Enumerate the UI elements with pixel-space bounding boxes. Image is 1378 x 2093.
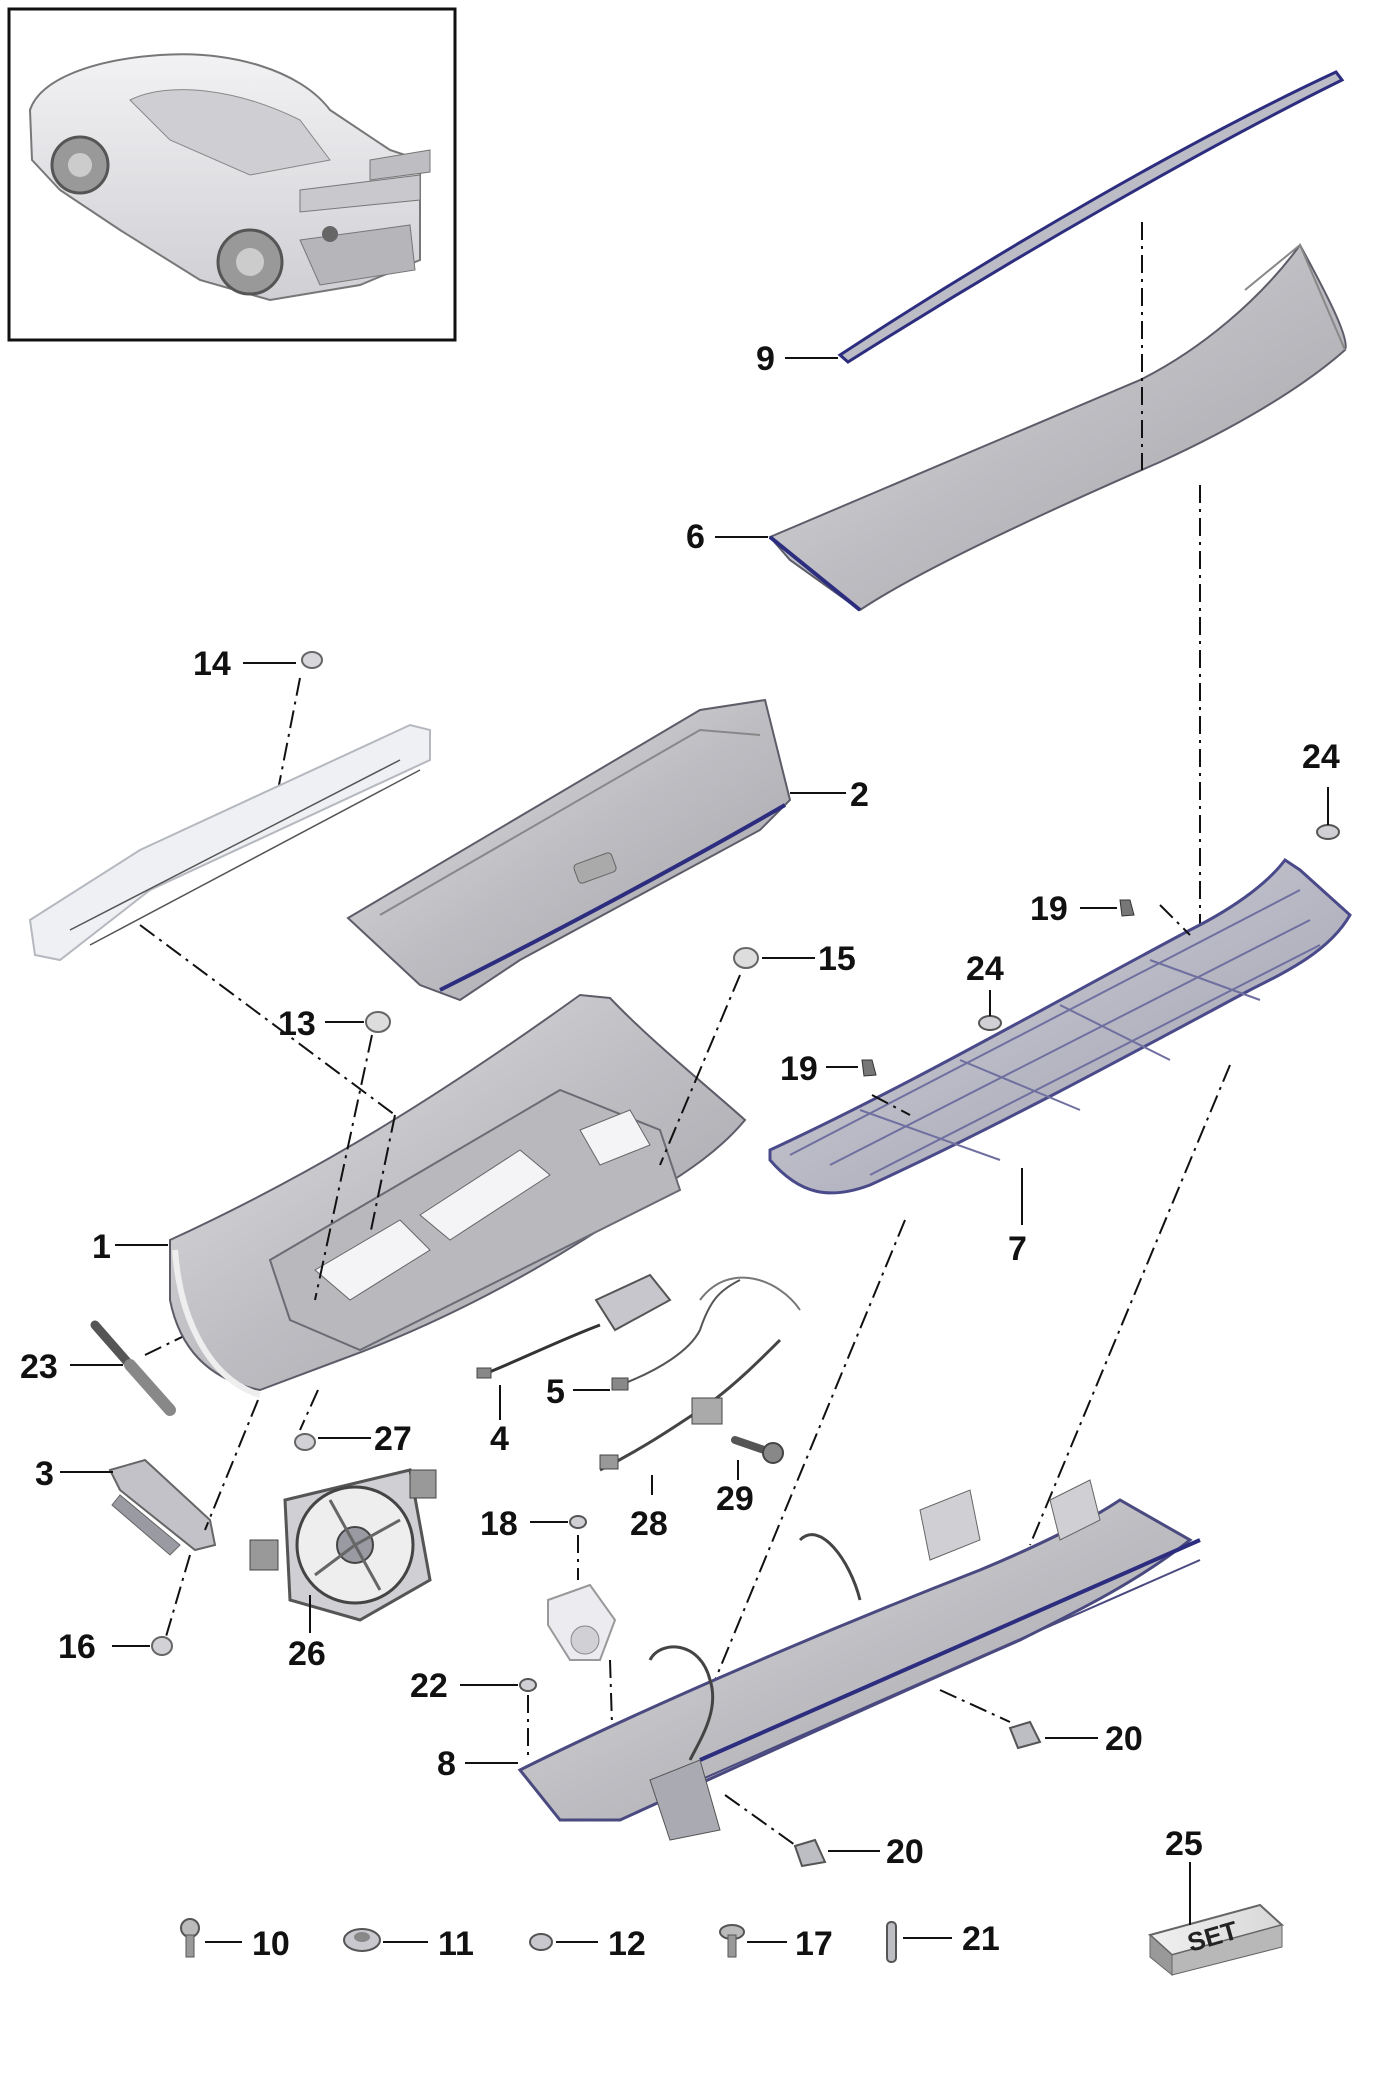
callout-9: 9 bbox=[756, 340, 775, 378]
bolt-part-10 bbox=[180, 1918, 200, 1958]
nut-part-24-right bbox=[1316, 824, 1340, 840]
callout-25: 25 bbox=[1165, 1825, 1203, 1863]
callout-21: 21 bbox=[962, 1920, 1000, 1958]
nut-part-27 bbox=[294, 1433, 316, 1451]
cable-part-5 bbox=[611, 1279, 741, 1391]
car-illustration bbox=[28, 53, 431, 302]
cover-part-2 bbox=[346, 698, 792, 1002]
nut-part-11 bbox=[343, 1928, 381, 1952]
callout-16: 16 bbox=[58, 1628, 96, 1666]
callout-22: 22 bbox=[410, 1667, 448, 1705]
callout-8: 8 bbox=[437, 1745, 456, 1783]
callout-14: 14 bbox=[193, 645, 231, 683]
nut-part-24-center bbox=[978, 1015, 1002, 1031]
screw-part-22 bbox=[519, 1678, 537, 1692]
callout-20-lower: 20 bbox=[886, 1833, 924, 1871]
set-box-part-25: SET bbox=[1147, 1903, 1285, 1977]
hinge-bracket-part-3 bbox=[108, 1458, 217, 1556]
callout-17: 17 bbox=[795, 1925, 833, 1963]
clip-part-19-upper bbox=[1119, 899, 1135, 917]
clip-part-20-right bbox=[1008, 1720, 1042, 1750]
callout-1: 1 bbox=[92, 1228, 111, 1266]
grommet-part-12 bbox=[529, 1933, 553, 1951]
wiring-harness-part-28 bbox=[599, 1276, 801, 1472]
grommet-part-13 bbox=[365, 1011, 391, 1033]
screw-part-17 bbox=[719, 1924, 745, 1958]
callout-20-right: 20 bbox=[1105, 1720, 1143, 1758]
spoiler-part-6 bbox=[768, 243, 1347, 612]
lid-frame-part-7 bbox=[768, 857, 1352, 1195]
callout-3: 3 bbox=[35, 1455, 54, 1493]
grommet-part-15 bbox=[733, 947, 759, 969]
callout-28: 28 bbox=[630, 1505, 668, 1543]
callout-26: 26 bbox=[288, 1635, 326, 1673]
callout-19-upper: 19 bbox=[1030, 890, 1068, 928]
fan-assembly-part-26 bbox=[249, 1468, 437, 1622]
holder-bracket bbox=[547, 1583, 617, 1661]
clip-part-19-lower bbox=[861, 1059, 877, 1077]
callout-13: 13 bbox=[278, 1005, 316, 1043]
cable-part-4 bbox=[476, 1273, 672, 1379]
callout-2: 2 bbox=[850, 776, 869, 814]
callout-27: 27 bbox=[374, 1420, 412, 1458]
callout-29: 29 bbox=[716, 1480, 754, 1518]
pin-part-21 bbox=[886, 1921, 897, 1963]
callout-12: 12 bbox=[608, 1925, 646, 1963]
lid-panel-part-1 bbox=[169, 993, 747, 1398]
clip-part-16 bbox=[151, 1636, 173, 1656]
crossmember-part-8 bbox=[517, 1479, 1201, 1841]
callout-5: 5 bbox=[546, 1373, 565, 1411]
callout-11: 11 bbox=[438, 1925, 474, 1963]
callout-24-center: 24 bbox=[966, 950, 1004, 988]
callout-19-lower: 19 bbox=[780, 1050, 818, 1088]
callout-23: 23 bbox=[20, 1348, 58, 1386]
callout-18: 18 bbox=[480, 1505, 518, 1543]
callout-7: 7 bbox=[1008, 1230, 1027, 1268]
callout-4: 4 bbox=[490, 1420, 509, 1458]
left-support-bracket bbox=[28, 723, 431, 962]
gas-strut-part-23 bbox=[90, 1320, 176, 1416]
screw-part-18 bbox=[569, 1515, 587, 1529]
trim-strip-part-9 bbox=[837, 70, 1345, 364]
clip-part-20-lower bbox=[793, 1838, 827, 1868]
callout-6: 6 bbox=[686, 518, 705, 556]
car-inset-frame bbox=[7, 7, 457, 342]
fastener-part-14 bbox=[301, 651, 323, 669]
bulb-part-29 bbox=[731, 1436, 784, 1464]
callout-10: 10 bbox=[252, 1925, 290, 1963]
callout-24-right: 24 bbox=[1302, 738, 1340, 776]
callout-15: 15 bbox=[818, 940, 856, 978]
